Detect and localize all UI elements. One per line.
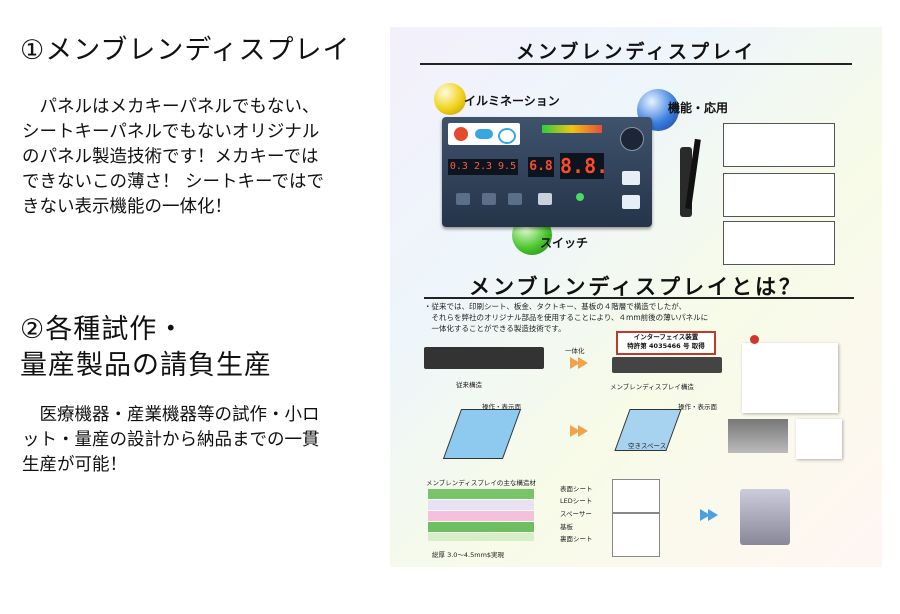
spec-table-1 — [723, 123, 835, 167]
text-column: ①メンブレンディスプレイ パネルはメカキーパネルでもない、 シートキーパネルでも… — [0, 0, 380, 614]
note-card-2 — [796, 419, 842, 459]
small-readout: 6.8 — [528, 157, 554, 177]
layer-label-3: スペーサー — [560, 510, 592, 518]
note-card — [742, 343, 838, 413]
poster-mid-rule — [424, 297, 854, 299]
rotary-knob — [620, 127, 644, 151]
membrane-display-poster-image: メンブレンディスプレイ イルミネーション 機能・応用 スイッチ 0.3 2.3 … — [390, 27, 882, 567]
poster-description: ・従来では、印刷シート、板金、タクトキー、基板の４階層で構造でしたが、 それらを… — [424, 302, 709, 333]
section1-body: パネルはメカキーパネルでもない、 シートキーパネルでもないオリジナル のパネル製… — [22, 97, 325, 217]
layer-spacer — [428, 511, 534, 521]
key-3 — [508, 193, 522, 205]
display-panel: 0.3 2.3 9.5 6.8 8.8. — [442, 117, 652, 227]
cloud-icon — [475, 129, 493, 139]
caption-op2: 操作・表示面 — [678, 403, 717, 411]
old-structure-photo — [424, 347, 544, 369]
caption-ittaika: 一体化 — [565, 347, 585, 355]
section2-heading: ②各種試作・ 量産製品の請負生産 — [20, 314, 272, 381]
layer-board — [428, 522, 534, 532]
section2-body: 医療機器・産業機器等の試作・小ロ ット・量産の設計から納品までの一貫 生産が可能… — [22, 405, 320, 475]
thickness-table-1 — [612, 479, 660, 513]
yellow-sphere — [434, 83, 466, 115]
arrow-right — [570, 357, 580, 369]
up-key — [622, 171, 640, 185]
key-2 — [482, 193, 496, 205]
label-illumination: イルミネーション — [464, 94, 560, 108]
arrow-right-blue — [708, 509, 718, 521]
led-indicator — [576, 193, 584, 201]
old-panel-diagram — [442, 409, 522, 459]
spec-table-3 — [723, 221, 835, 265]
poster-title-mid: メンブレンディスプレイとは？ — [469, 275, 803, 299]
main-readout: 8.8. — [560, 153, 609, 179]
caption-layers: メンブレンディスプレイの主な構造材 — [426, 479, 536, 487]
poster-title-top: メンブレンディスプレイ — [515, 41, 757, 63]
arrow-right-blue — [700, 509, 710, 521]
key-1 — [456, 193, 470, 205]
caption-new-structure: メンブレンディスプレイ構造 — [610, 383, 694, 391]
level-meter — [542, 125, 602, 133]
layer-label-4: 基板 — [560, 523, 573, 531]
caption-op1: 操作・表示面 — [482, 403, 521, 411]
umbrella-icon — [498, 128, 516, 144]
pin-icon — [750, 335, 759, 344]
waterproof-device-photo — [740, 489, 790, 545]
sun-icon — [454, 127, 468, 141]
caption-old-structure: 従来構造 — [456, 381, 482, 389]
arrow-right — [570, 425, 580, 437]
layer-top — [428, 489, 534, 499]
left-readout: 0.3 2.3 9.5 — [448, 159, 518, 175]
label-function: 機能・応用 — [668, 101, 729, 115]
key-4 — [538, 193, 552, 205]
poster-title-rule — [420, 63, 852, 65]
weather-icons — [448, 123, 520, 145]
down-key — [622, 195, 640, 209]
caption-space: 空きスペース — [628, 442, 667, 450]
caption-thickness: 総厚 3.0～4.5mm$実現 — [432, 551, 505, 559]
arrow-right — [578, 425, 588, 437]
layer-label-5: 裏面シート — [560, 535, 593, 543]
arrow-right — [578, 357, 588, 369]
label-switch: スイッチ — [540, 236, 589, 250]
layer-led — [428, 500, 534, 510]
new-structure-photo — [612, 357, 722, 373]
thickness-table-2 — [612, 513, 660, 557]
spec-table-2 — [723, 173, 835, 217]
layer-bottom — [428, 533, 534, 541]
layer-label-1: 表面シート — [560, 485, 593, 493]
section1-heading: ①メンブレンディスプレイ — [20, 35, 351, 66]
layer-label-2: LEDシート — [560, 497, 593, 505]
thin-panel-photo — [728, 419, 788, 453]
patent-box: インターフェイス装置 特許第 4035466 号 取得 — [616, 331, 716, 355]
